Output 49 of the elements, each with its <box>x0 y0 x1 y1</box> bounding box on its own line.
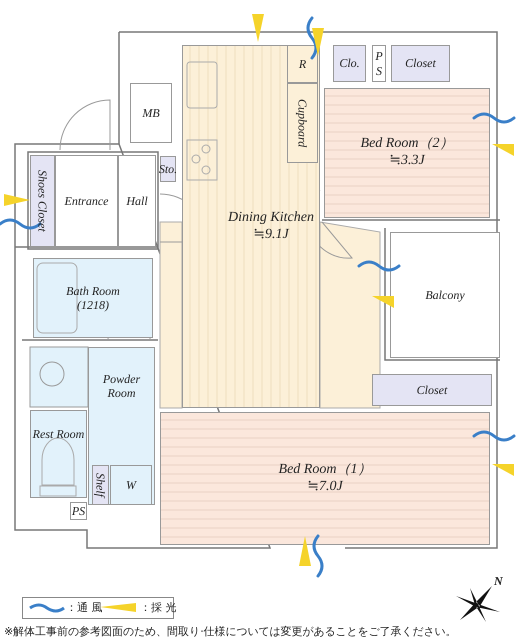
room <box>182 45 320 408</box>
closet <box>372 374 492 406</box>
storage-box <box>92 465 109 505</box>
room-label: Powder Room <box>102 372 142 400</box>
storage-box <box>372 45 386 82</box>
room-label: Bed Room（1） <box>278 462 372 478</box>
room-label: Dining Kitchen <box>228 210 314 226</box>
room-label: PS <box>72 504 86 518</box>
room-label: Rest Room <box>32 426 84 442</box>
room-label: Entrance <box>64 194 108 208</box>
room <box>88 347 155 505</box>
room <box>324 88 490 218</box>
room-label: Bed Room（2） <box>360 136 454 153</box>
closet <box>30 155 55 247</box>
closet <box>391 45 450 82</box>
room-label: Balcony <box>425 288 465 302</box>
closet <box>333 45 366 82</box>
room-label: Clo. <box>339 56 360 71</box>
room-label: Closet <box>405 56 436 71</box>
room-label: Bath Room <box>66 284 120 298</box>
footnote: ※解体工事前の参考図面のため、間取り·仕様については変更があることをご了承ください。 <box>4 624 457 639</box>
compass-label: N <box>494 574 503 589</box>
storage-box <box>287 83 318 163</box>
room-label: ≒9.1J <box>253 226 289 244</box>
room-label: Shoes Closet <box>35 170 50 232</box>
room-label: Sto. <box>158 162 178 176</box>
room-label: Cupboard <box>295 98 310 148</box>
room-label: Closet <box>416 382 448 398</box>
room <box>55 155 118 247</box>
storage-box <box>110 465 152 505</box>
room <box>33 258 153 338</box>
room-label: ≒3.3J <box>389 153 425 170</box>
room-label: (1218) <box>77 298 109 312</box>
room-label: MB <box>142 106 160 120</box>
room-label: Hall <box>126 194 148 208</box>
room-label: P S <box>374 49 384 78</box>
room <box>30 410 87 498</box>
balcony <box>390 232 500 358</box>
storage-box <box>287 45 318 83</box>
room <box>160 412 490 545</box>
room-label: W <box>126 478 136 492</box>
legend-label: ：通 風 <box>66 600 102 615</box>
storage-box <box>130 83 172 143</box>
room-label: Shelf <box>93 473 108 497</box>
closet <box>160 156 176 182</box>
legend-label: ：採 光 <box>140 600 176 615</box>
room-label: ≒7.0J <box>307 478 343 496</box>
room <box>118 155 156 247</box>
room-label: R <box>298 56 306 72</box>
